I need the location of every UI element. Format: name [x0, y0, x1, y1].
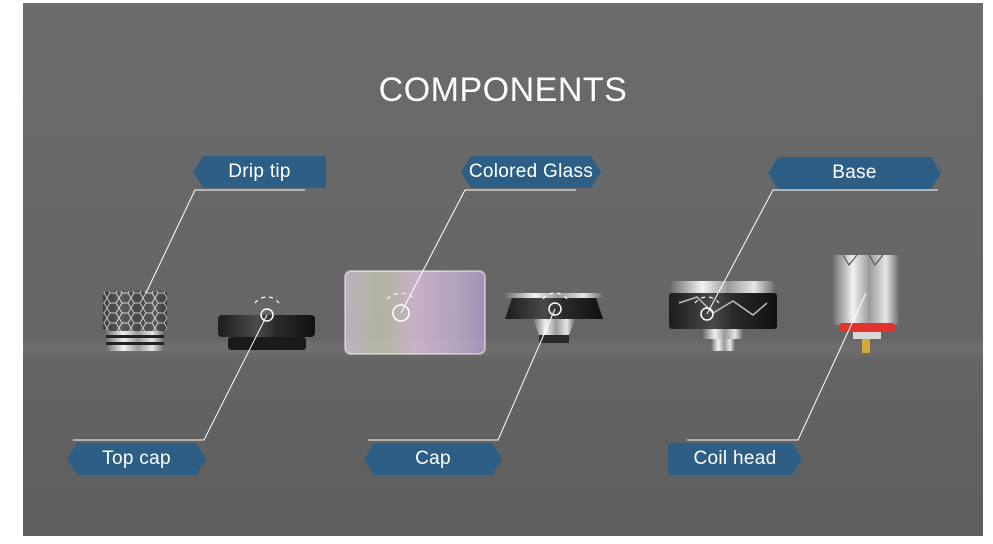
label-drip-tip: Drip tip [193, 156, 326, 188]
label-base: Base [768, 157, 941, 189]
label-top-cap: Top cap [67, 443, 206, 475]
drip-tip-icon [103, 291, 167, 351]
glass-tube-icon [344, 270, 486, 355]
coil-head-icon [833, 254, 899, 353]
display-shelf [23, 337, 983, 363]
components-panel: COMPONENTS [23, 3, 983, 536]
callout-lines [73, 189, 938, 441]
product-illustration [73, 189, 938, 441]
label-cap: Cap [364, 443, 502, 475]
page-title: COMPONENTS [378, 71, 628, 109]
base-icon [669, 281, 777, 351]
label-coil-head: Coil head [668, 443, 802, 475]
cap-icon [505, 292, 603, 343]
label-colored-glass: Colored Glass [461, 156, 601, 188]
top-cap-icon [218, 296, 315, 350]
